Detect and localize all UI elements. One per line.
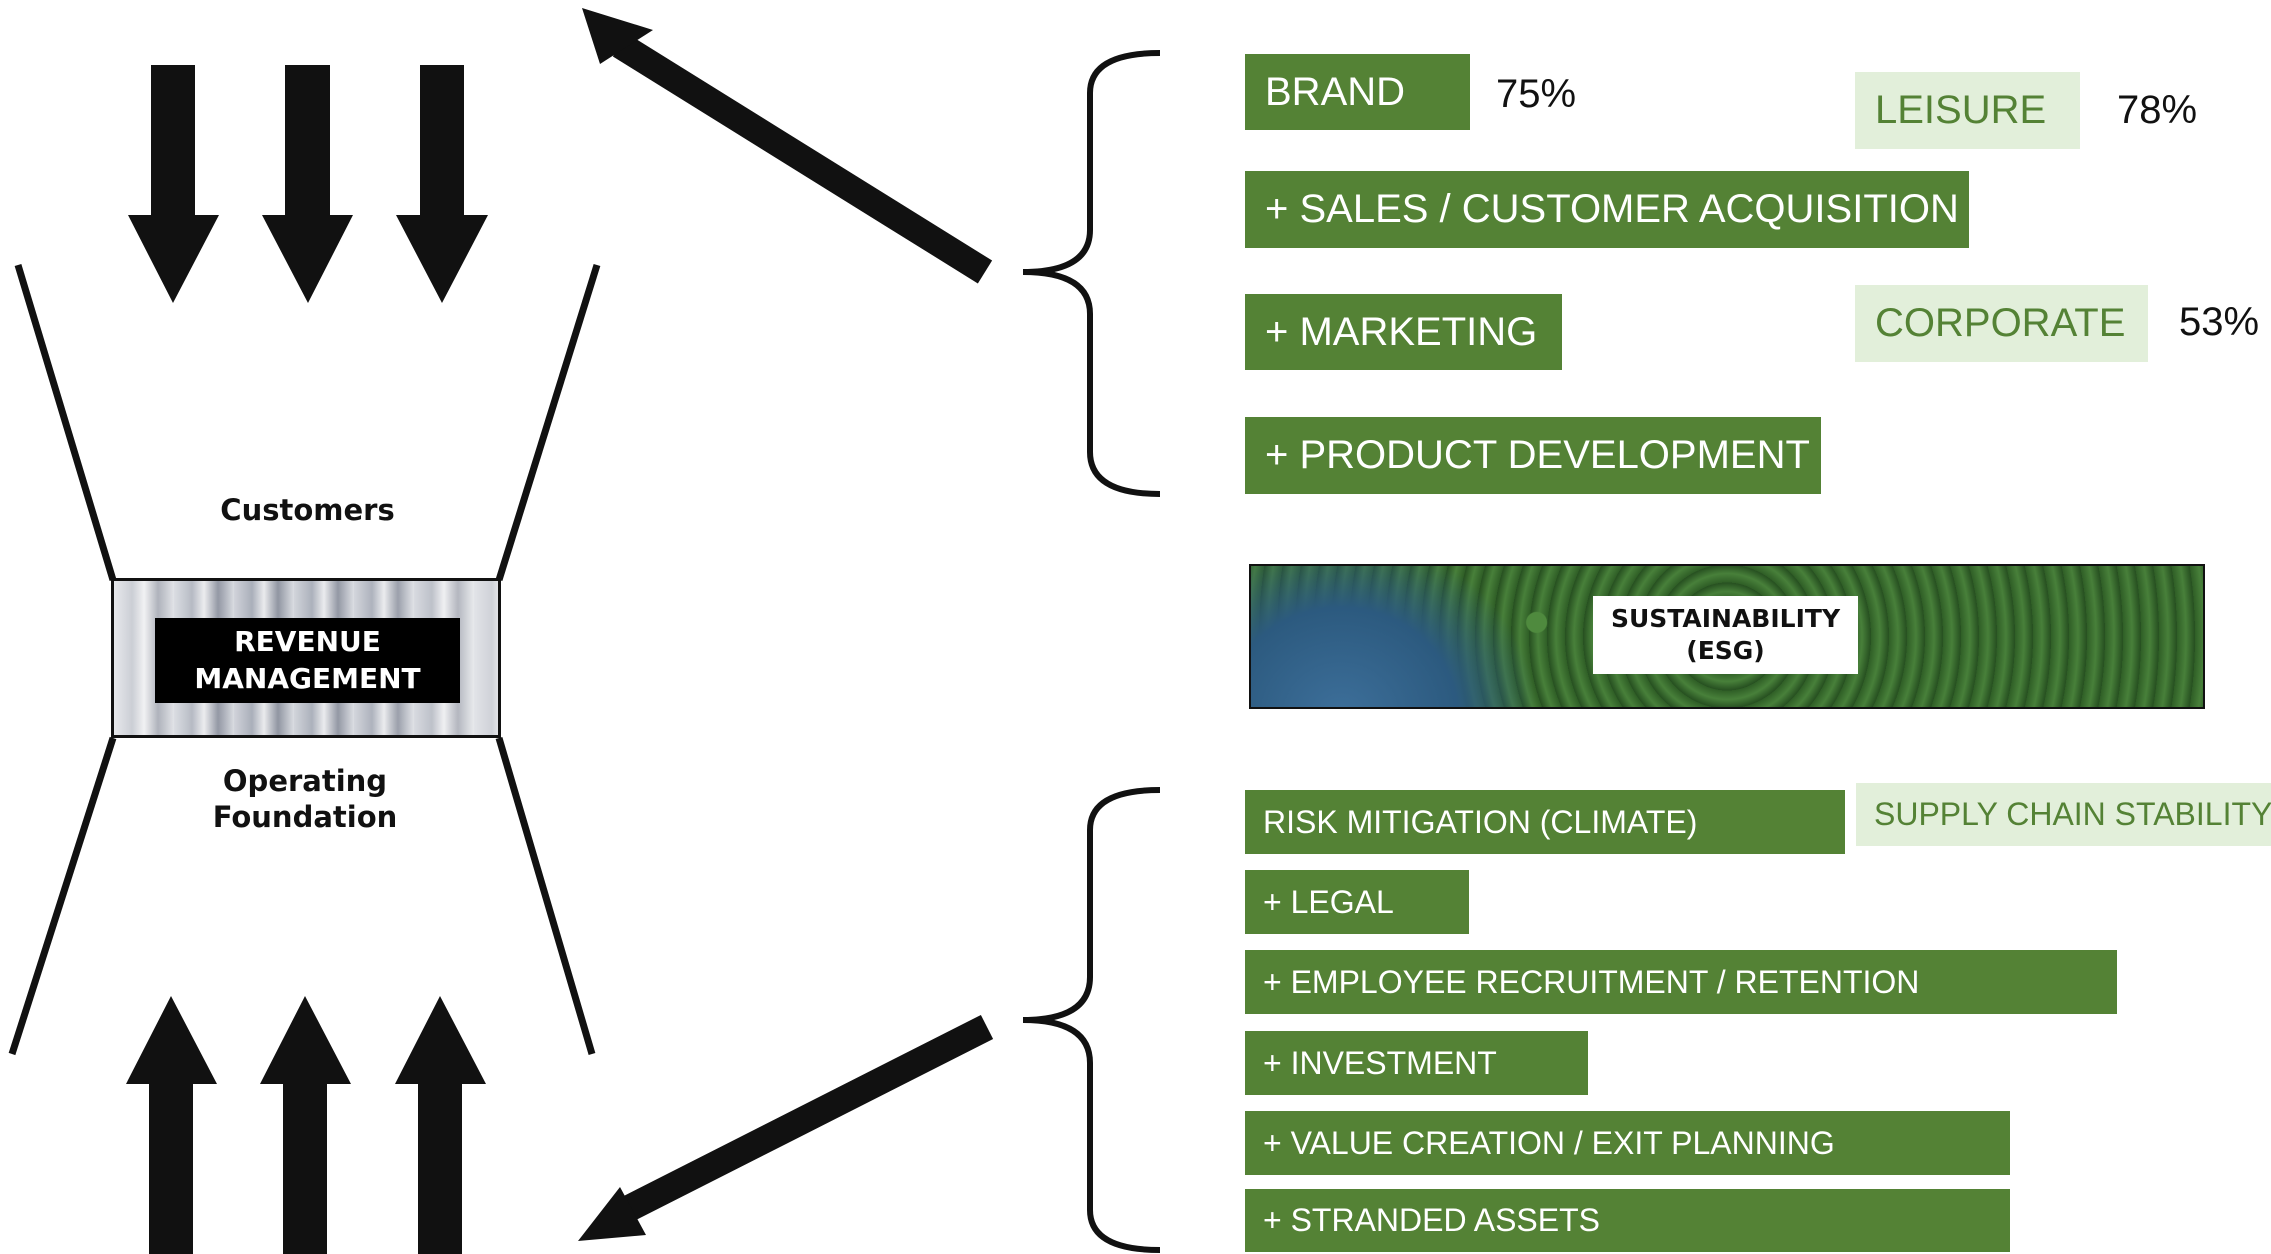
bar-employee-recruitment: + EMPLOYEE RECRUITMENT / RETENTION [1245,950,2117,1014]
brace-top-icon [1022,50,1161,497]
up-arrows [126,996,486,1254]
bar-marketing: + MARKETING [1245,294,1562,370]
braces [1022,50,1161,1253]
brace-bottom-icon [1022,787,1161,1253]
bar-legal: + LEGAL [1245,870,1469,934]
tag-corporate: CORPORATE [1855,285,2148,362]
customers-label: Customers [220,493,395,527]
revenue-management-box: REVENUE MANAGEMENT [155,618,460,703]
diagonal-arrow-top [582,8,993,284]
down-arrow-icon [262,65,353,303]
diagonal-arrow-bottom [578,1014,994,1241]
funnel-walls [8,263,601,1056]
arrow-head-icon [582,8,653,64]
leisure-percentage: 78% [2117,88,2198,132]
bar-stranded-assets: + STRANDED ASSETS [1245,1189,2010,1252]
up-arrow-icon [126,996,217,1254]
operating-foundation-label: Operating Foundation [212,764,398,835]
up-arrow-icon [260,996,351,1254]
bar-risk-mitigation: RISK MITIGATION (CLIMATE) [1245,790,1845,854]
brand-percentage: 75% [1496,72,1577,116]
bar-product-development: + PRODUCT DEVELOPMENT [1245,417,1821,494]
corporate-percentage: 53% [2179,300,2260,344]
tag-leisure: LEISURE [1855,72,2080,149]
tag-supply-chain-stability: SUPPLY CHAIN STABILITY [1856,783,2271,846]
bar-sales-customer-acquisition: + SALES / CUSTOMER ACQUISITION [1245,171,1969,248]
down-arrow-icon [128,65,219,303]
down-arrows [128,65,488,303]
arrow-head-icon [578,1187,646,1241]
down-arrow-icon [396,65,488,303]
bar-investment: + INVESTMENT [1245,1031,1588,1095]
bar-value-creation: + VALUE CREATION / EXIT PLANNING [1245,1111,2010,1175]
sustainability-label: SUSTAINABILITY (ESG) [1593,596,1858,674]
bar-brand: BRAND [1245,54,1470,130]
up-arrow-icon [395,996,486,1254]
